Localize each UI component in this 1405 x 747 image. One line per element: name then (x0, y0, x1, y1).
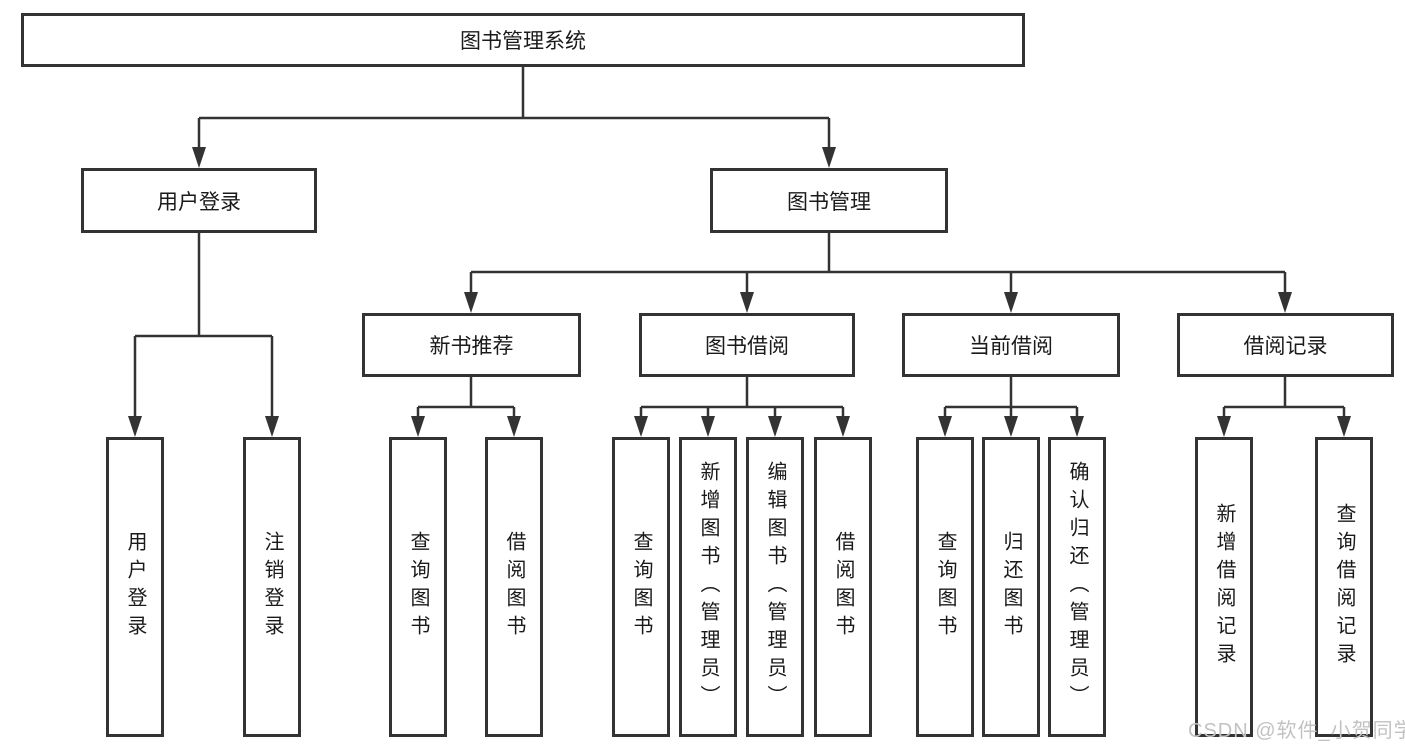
leaf-borrowing-edit-books-admin-label: 编辑图书（管理员） (764, 461, 786, 713)
node-new-book-recommend-label: 新书推荐 (429, 335, 514, 358)
leaf-records-query-borrow-record: 查询借阅记录 (1315, 437, 1373, 737)
node-current-borrowing: 当前借阅 (902, 313, 1120, 377)
node-current-borrowing-label: 当前借阅 (969, 335, 1053, 358)
leaf-borrowing-borrow-books-label: 借阅图书 (832, 531, 854, 643)
node-book-management: 图书管理 (710, 168, 948, 233)
node-root-system: 图书管理系统 (21, 13, 1025, 67)
arrowheads (128, 147, 1351, 437)
leaf-newbook-query-books: 查询图书 (389, 437, 447, 737)
leaf-borrowing-query-books-label: 查询图书 (630, 531, 652, 643)
leaf-logout-label: 注销登录 (261, 531, 283, 643)
node-root-system-label: 图书管理系统 (460, 30, 586, 53)
leaf-borrowing-borrow-books: 借阅图书 (814, 437, 872, 737)
leaf-borrowing-add-books-admin-label: 新增图书（管理员） (697, 461, 719, 713)
leaf-user-login-label: 用户登录 (124, 531, 146, 643)
leaf-current-return-books: 归还图书 (982, 437, 1040, 737)
node-book-borrowing-label: 图书借阅 (705, 335, 789, 358)
node-book-management-label: 图书管理 (787, 190, 871, 214)
leaf-user-login: 用户登录 (106, 437, 164, 737)
leaf-borrowing-query-books: 查询图书 (612, 437, 670, 737)
leaf-logout: 注销登录 (243, 437, 301, 737)
leaf-newbook-borrow-books-label: 借阅图书 (503, 531, 525, 643)
leaf-borrowing-edit-books-admin: 编辑图书（管理员） (746, 437, 804, 737)
node-user-login-label: 用户登录 (157, 190, 241, 214)
node-borrow-records-label: 借阅记录 (1243, 335, 1328, 358)
node-borrow-records: 借阅记录 (1177, 313, 1394, 377)
leaf-current-confirm-return-admin: 确认归还（管理员） (1048, 437, 1106, 737)
csdn-watermark: CSDN @软件_小贺同学 (1188, 720, 1405, 742)
node-user-login: 用户登录 (81, 168, 317, 233)
leaf-newbook-query-books-label: 查询图书 (407, 531, 429, 643)
leaf-records-query-borrow-record-label: 查询借阅记录 (1333, 503, 1355, 671)
leaf-borrowing-add-books-admin: 新增图书（管理员） (679, 437, 737, 737)
node-book-borrowing: 图书借阅 (639, 313, 855, 377)
leaf-current-query-books-label: 查询图书 (934, 531, 956, 643)
node-new-book-recommend: 新书推荐 (362, 313, 581, 377)
leaf-records-add-borrow-record: 新增借阅记录 (1195, 437, 1253, 737)
leaf-newbook-borrow-books: 借阅图书 (485, 437, 543, 737)
leaf-records-add-borrow-record-label: 新增借阅记录 (1213, 503, 1235, 671)
leaf-current-confirm-return-admin-label: 确认归还（管理员） (1066, 461, 1088, 713)
leaf-current-return-books-label: 归还图书 (1000, 531, 1022, 643)
leaf-current-query-books: 查询图书 (916, 437, 974, 737)
